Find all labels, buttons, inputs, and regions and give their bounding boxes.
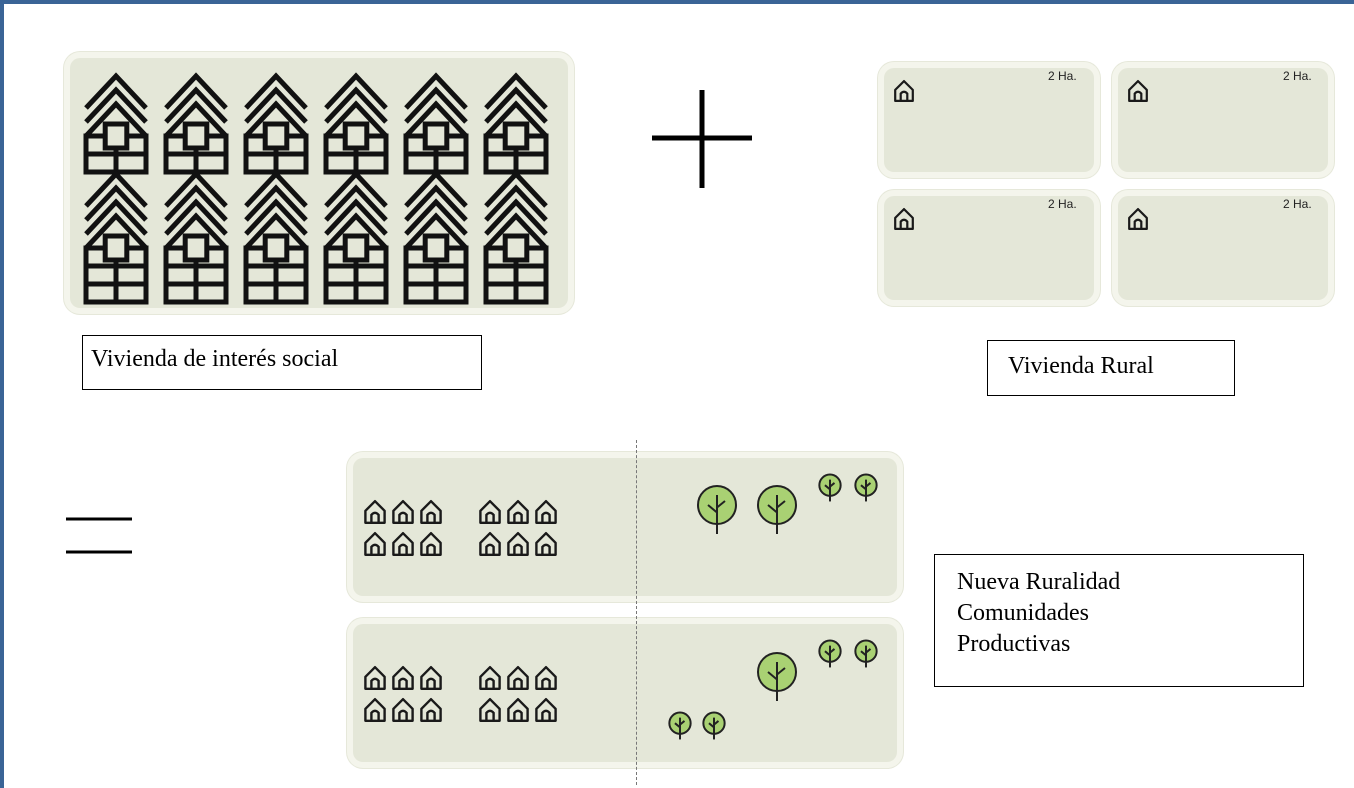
building-icon: [403, 72, 469, 175]
rural-parcel-4: [1118, 196, 1328, 300]
house-icon: [364, 500, 386, 524]
frame-top-border: [0, 0, 1354, 4]
building-icon: [243, 170, 309, 305]
parcel-3-area: 2 Ha.: [1048, 197, 1077, 211]
social-housing-label: Vivienda de interés social: [82, 335, 482, 390]
community-panel-2: [353, 624, 897, 762]
building-icon: [323, 72, 389, 175]
house-icon: [392, 698, 414, 722]
house-icon: [420, 532, 442, 556]
house-icon: [479, 500, 501, 524]
building-icon: [83, 170, 149, 305]
building-icon: [243, 72, 309, 175]
house-icon: [420, 500, 442, 524]
social-housing-label-text: Vivienda de interés social: [91, 346, 339, 372]
equals-icon: [66, 517, 132, 554]
building-icon: [323, 170, 389, 305]
building-icon: [483, 170, 549, 305]
house-icon: [479, 666, 501, 690]
house-icon: [535, 532, 557, 556]
house-icon: [507, 500, 529, 524]
social-housing-buildings: [83, 72, 549, 305]
productive-communities-label: Nueva Ruralidad Comunidades Productivas: [934, 554, 1304, 687]
house-icon: [420, 698, 442, 722]
plus-icon: [652, 90, 752, 188]
tree-icon: [668, 711, 692, 740]
building-icon: [403, 170, 469, 305]
tree-icon: [854, 639, 878, 668]
tree-icon: [757, 485, 797, 534]
house-icon: [894, 208, 914, 230]
house-icon: [507, 532, 529, 556]
building-icon: [83, 72, 149, 175]
house-icon: [535, 666, 557, 690]
rural-housing-label-text: Vivienda Rural: [1008, 353, 1154, 379]
house-icon: [1128, 80, 1148, 102]
tree-icon: [757, 652, 797, 701]
tree-icon: [818, 639, 842, 668]
label-line-3: Productivas: [957, 631, 1071, 657]
parcel-1-area: 2 Ha.: [1048, 69, 1077, 83]
rural-parcel-3: [884, 196, 1094, 300]
house-icon: [479, 532, 501, 556]
house-icon: [364, 698, 386, 722]
parcel-2-area: 2 Ha.: [1283, 69, 1312, 83]
house-icon: [535, 500, 557, 524]
building-icon: [163, 72, 229, 175]
house-icon: [420, 666, 442, 690]
tree-icon: [697, 485, 737, 534]
rural-parcel-2: [1118, 68, 1328, 172]
dashed-divider: [636, 440, 637, 785]
label-line-2: Comunidades: [957, 600, 1089, 626]
house-icon: [894, 80, 914, 102]
label-line-1: Nueva Ruralidad: [957, 569, 1121, 595]
community-panel-1: [353, 458, 897, 596]
house-icon: [392, 532, 414, 556]
house-icon: [535, 698, 557, 722]
tree-icon: [854, 473, 878, 502]
social-housing-panel: [70, 58, 568, 308]
house-icon: [507, 666, 529, 690]
house-icon: [1128, 208, 1148, 230]
frame-left-border: [0, 0, 4, 788]
house-icon: [392, 666, 414, 690]
rural-housing-label: Vivienda Rural: [987, 340, 1235, 396]
building-icon: [483, 72, 549, 175]
rural-parcel-1: [884, 68, 1094, 172]
parcel-4-area: 2 Ha.: [1283, 197, 1312, 211]
house-icon: [392, 500, 414, 524]
house-icon: [364, 666, 386, 690]
house-icon: [479, 698, 501, 722]
house-icon: [364, 532, 386, 556]
tree-icon: [818, 473, 842, 502]
house-icon: [507, 698, 529, 722]
tree-icon: [702, 711, 726, 740]
building-icon: [163, 170, 229, 305]
